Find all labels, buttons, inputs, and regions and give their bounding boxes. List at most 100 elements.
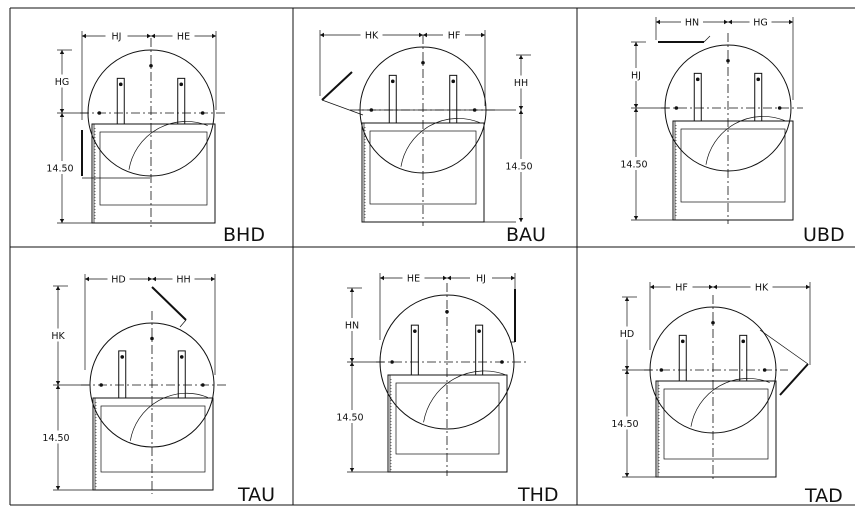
- bracket-right: [475, 324, 484, 376]
- dim-side-upper-label: HG: [55, 77, 70, 88]
- dim-side-lower-label-bg: [617, 416, 637, 430]
- dimension-arrowhead: [806, 284, 810, 290]
- dimension-arrowhead: [633, 42, 639, 46]
- outlet-edge: [321, 99, 364, 116]
- bolt-dot: [150, 336, 154, 341]
- dim-top-left-label-bg: [105, 30, 128, 42]
- motor-inner-frame: [663, 388, 769, 460]
- dimension-arrowhead: [624, 473, 630, 477]
- bolt-dot: [674, 106, 679, 110]
- bolt-dot: [741, 339, 746, 344]
- dim-side-lower-label: 14.50: [611, 419, 638, 430]
- bolt-dot: [711, 320, 715, 325]
- dim-top-right-label-bg: [470, 272, 492, 284]
- bolt-dot: [99, 383, 103, 387]
- bolt-dot: [118, 82, 123, 87]
- outlet-edge: [179, 319, 187, 328]
- dim-top-right-label-bg: [443, 29, 465, 41]
- dim-top-right-label-bg: [172, 273, 195, 285]
- motor-box: [91, 123, 216, 224]
- dim-side-upper-label-bg: [617, 326, 637, 340]
- bracket-right: [177, 77, 186, 125]
- dim-top-right-label-bg: [172, 30, 195, 42]
- dimension-arrowhead: [713, 284, 717, 290]
- bolt-dot: [120, 355, 125, 359]
- bolt-dot: [695, 77, 700, 82]
- bolt-dot: [777, 106, 782, 110]
- dimension-arrowhead: [349, 288, 355, 292]
- scroll-inner-arc: [129, 392, 208, 441]
- motor-inner-frame: [99, 131, 208, 206]
- arrangement-code: TAU: [237, 484, 275, 506]
- dimension-arrowhead: [511, 275, 515, 281]
- dimension-arrowhead: [656, 19, 660, 25]
- dimension-arrowhead: [709, 284, 713, 290]
- dim-side-upper-label: HH: [514, 78, 528, 89]
- dimension-arrowhead: [211, 276, 215, 282]
- dimension-arrowhead: [447, 275, 451, 281]
- dim-top-left-label: HN: [685, 18, 699, 29]
- outlet-edge: [703, 35, 711, 43]
- arrangement-code: TAD: [804, 485, 843, 506]
- dimension-arrowhead: [320, 32, 324, 38]
- dim-top-left-label-bg: [360, 29, 383, 41]
- dim-top-left-label: HK: [365, 31, 379, 42]
- dim-top-right-label-bg: [749, 16, 772, 28]
- bracket-left: [116, 77, 125, 125]
- dimension-arrowhead: [147, 33, 151, 39]
- dimension-arrowhead: [419, 32, 423, 38]
- dim-side-lower-label: 14.50: [505, 162, 532, 173]
- dim-top-right-label-bg: [750, 281, 773, 293]
- dimension-arrowhead: [349, 468, 355, 472]
- dim-side-upper-label-bg: [48, 328, 68, 342]
- dim-side-lower-label-bg: [342, 410, 362, 423]
- scroll-inner-arc: [423, 370, 508, 423]
- dimension-arrowhead: [728, 19, 732, 25]
- dim-top-right-label: HJ: [476, 274, 486, 285]
- bolt-dot: [413, 329, 417, 333]
- dim-top-left-label-bg: [402, 272, 425, 284]
- dim-side-upper-label-bg: [626, 68, 646, 81]
- dimension-arrowhead: [151, 33, 155, 39]
- dimension-arrowhead: [624, 297, 630, 301]
- dimension-arrowhead: [633, 104, 639, 108]
- motor-box: [387, 374, 508, 473]
- dimension-arrowhead: [59, 113, 65, 117]
- motor-inner-frame: [369, 130, 477, 205]
- motor-box: [655, 380, 777, 478]
- dim-side-lower-label-bg: [52, 161, 72, 174]
- dim-top-right-label: HF: [448, 31, 461, 42]
- motor-box: [672, 120, 794, 221]
- dimension-arrowhead: [55, 286, 61, 290]
- motor-inner-frame: [100, 405, 206, 473]
- bracket-left: [118, 350, 127, 399]
- dim-top-left-label-bg: [681, 16, 703, 28]
- dim-top-right-label: HK: [755, 283, 769, 294]
- bolt-dot: [477, 329, 481, 333]
- outlet-flange: [151, 286, 187, 321]
- dimension-arrowhead: [59, 50, 65, 54]
- bolt-dot: [762, 368, 767, 372]
- dim-side-lower-label: 14.50: [42, 433, 69, 444]
- scroll-inner-arc: [128, 121, 208, 170]
- dim-top-right-label: HG: [753, 18, 768, 29]
- dim-side-upper-label-bg: [511, 75, 531, 89]
- bolt-dot: [726, 58, 730, 63]
- dim-side-lower-label: 14.50: [336, 413, 363, 424]
- dim-side-upper-label: HD: [620, 329, 634, 340]
- bolt-dot: [756, 77, 761, 82]
- bolt-dot: [500, 360, 504, 364]
- bolt-dot: [179, 82, 184, 87]
- bolt-dot: [97, 111, 102, 115]
- dimension-arrowhead: [518, 55, 524, 59]
- dim-side-upper-label: HN: [345, 321, 359, 332]
- panel-grid: [9, 7, 855, 506]
- dim-side-lower-label-bg: [511, 159, 531, 172]
- bracket-left: [678, 334, 687, 382]
- scroll-inner-arc: [690, 378, 770, 427]
- dim-top-left-label: HE: [407, 274, 420, 285]
